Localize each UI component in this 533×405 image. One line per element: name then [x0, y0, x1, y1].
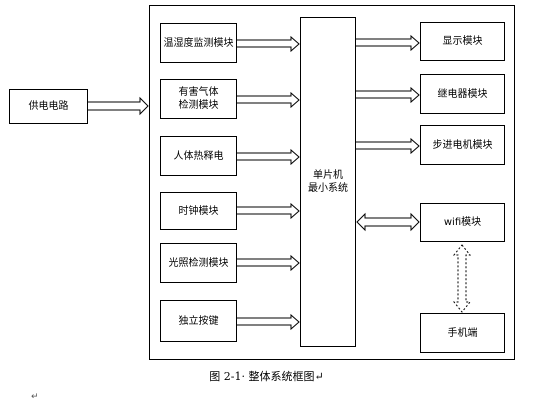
input-module-button: 独立按键 — [160, 300, 237, 342]
output-module-display: 显示模块 — [420, 22, 505, 61]
input-module-clock: 时钟模块 — [160, 192, 237, 230]
output-module-relay: 继电器模块 — [420, 74, 505, 114]
output-module-phone: 手机端 — [420, 313, 505, 353]
power-supply-box: 供电电路 — [9, 89, 88, 124]
input-module-label: 光照检测模块 — [168, 257, 229, 269]
output-module-label: 继电器模块 — [437, 88, 488, 100]
input-module-pir: 人体热释电 — [160, 136, 237, 176]
output-module-label: 步进电机模块 — [432, 139, 493, 151]
input-module-label: 独立按键 — [178, 315, 219, 327]
input-module-label: 人体热释电 — [173, 150, 224, 162]
mcu-box: 单片机 最小系统 — [300, 17, 356, 347]
power-supply-label: 供电电路 — [28, 101, 69, 112]
figure-caption: 图 2-1· 整体系统框图↵ — [209, 370, 324, 383]
output-module-label: 显示模块 — [442, 36, 483, 47]
input-module-label: 时钟模块 — [178, 205, 219, 217]
output-module-label: 手机端 — [447, 327, 478, 339]
input-module-light: 光照检测模块 — [160, 243, 237, 283]
output-module-label: wifi模块 — [443, 217, 482, 228]
output-module-stepper: 步进电机模块 — [420, 125, 505, 165]
output-module-wifi: wifi模块 — [420, 203, 505, 242]
input-module-gas: 有害气体 检测模块 — [160, 79, 237, 119]
input-module-temp-humidity: 温湿度监测模块 — [160, 23, 237, 63]
system-frame — [149, 5, 515, 360]
input-module-label: 有害气体 检测模块 — [178, 87, 219, 111]
power-arrow — [88, 96, 149, 116]
input-module-label: 温湿度监测模块 — [163, 37, 234, 49]
mcu-label: 单片机 最小系统 — [308, 170, 348, 194]
paragraph-mark: ↵ — [31, 392, 39, 402]
